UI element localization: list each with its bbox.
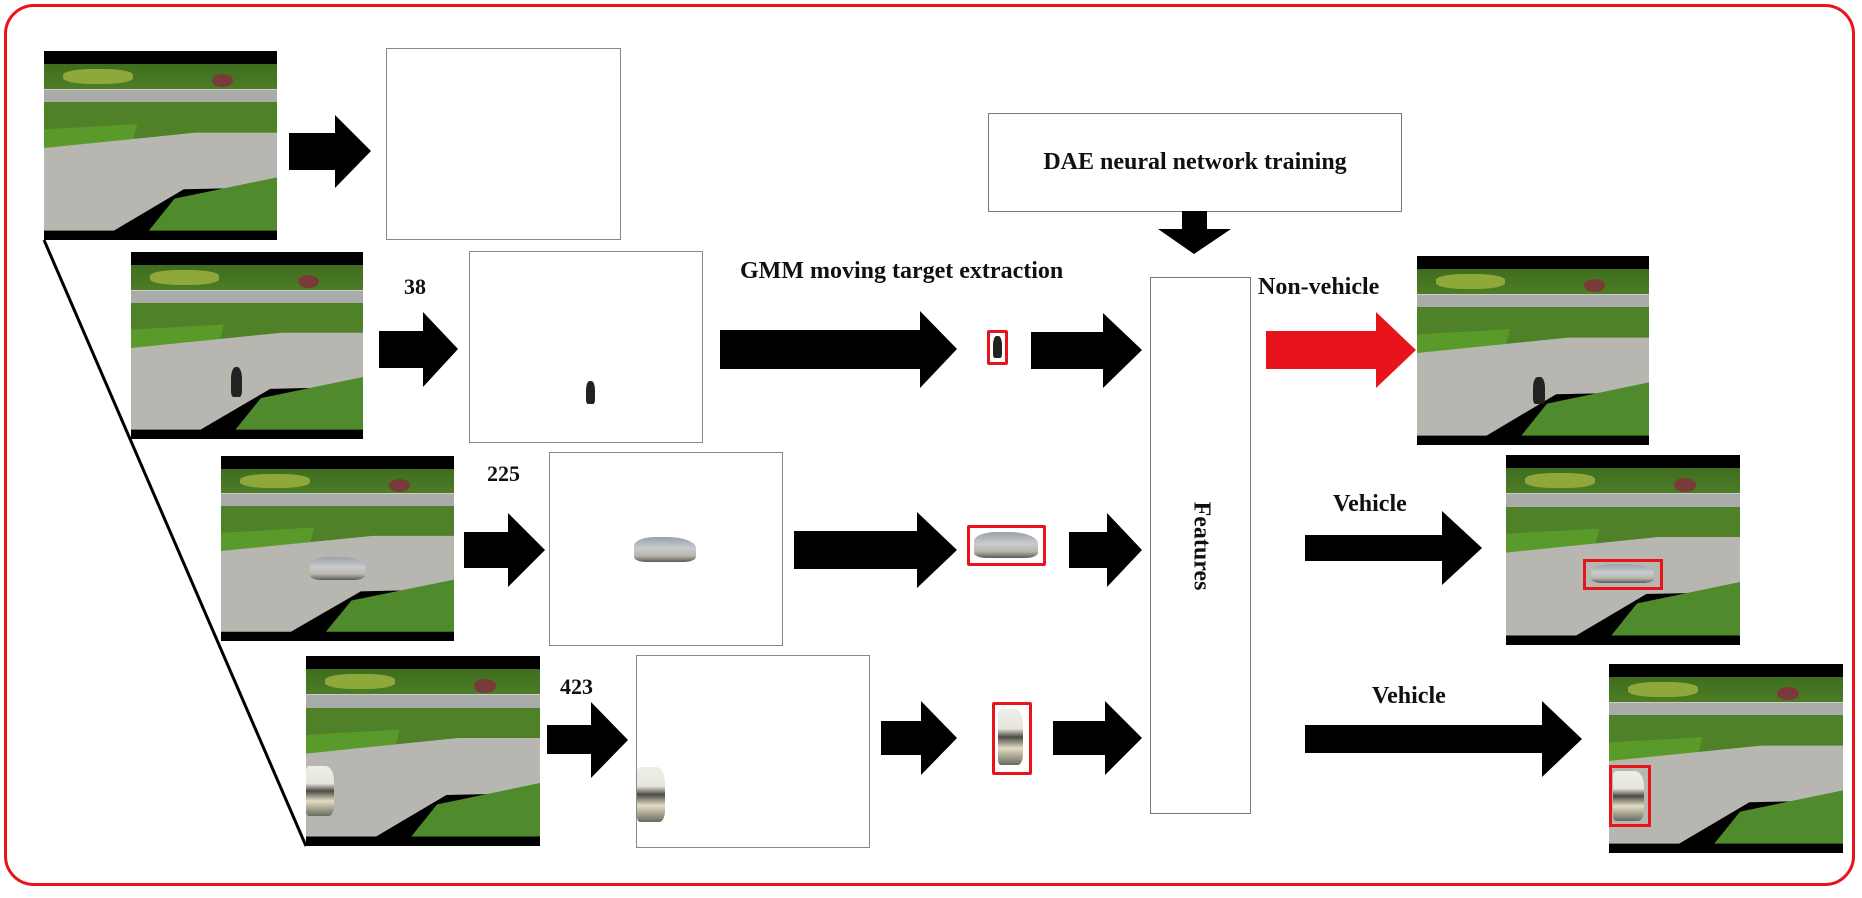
arrow-right-icon: [289, 115, 371, 188]
frame-number-38: 38: [404, 274, 426, 299]
video-frame-38: [131, 252, 363, 439]
foreground-mask-225: [549, 452, 783, 646]
arrow-right-icon: [1031, 313, 1142, 388]
non-vehicle-label: Non-vehicle: [1258, 274, 1380, 300]
arrow-right-icon: [379, 312, 458, 387]
frame-number-225: 225: [487, 461, 520, 486]
detection-box-result-225: [1583, 558, 1663, 591]
foreground-mask-38: [469, 251, 703, 443]
detection-box-car: [967, 525, 1046, 566]
arrow-right-icon: [720, 311, 957, 388]
dae-training-box: DAE neural network training: [988, 113, 1402, 212]
arrow-right-icon: [1053, 701, 1142, 775]
detection-box-person: [987, 330, 1008, 365]
arrow-down-icon: [1158, 211, 1231, 254]
result-frame-vehicle-225: [1506, 455, 1740, 645]
dae-label: DAE neural network training: [1043, 149, 1347, 175]
arrow-right-icon: [464, 513, 545, 587]
frame-number-423: 423: [560, 674, 593, 699]
arrow-right-icon: [881, 701, 957, 775]
foreground-mask-background: [386, 48, 621, 240]
result-frame-non-vehicle: [1417, 256, 1649, 445]
vehicle-label-225: Vehicle: [1333, 491, 1407, 517]
arrow-right-icon: [1305, 511, 1482, 585]
gmm-label: GMM moving target extraction: [740, 258, 1064, 284]
features-label: Features: [1188, 501, 1214, 590]
features-box: Features: [1150, 277, 1251, 814]
arrow-right-icon: [794, 512, 957, 588]
arrow-right-icon: [1069, 513, 1142, 587]
result-frame-vehicle-423: [1609, 664, 1843, 853]
detection-box-van: [992, 702, 1032, 775]
figure-border: [4, 4, 1855, 886]
arrow-right-icon: [547, 702, 628, 778]
video-frame-background: [44, 51, 277, 240]
detection-box-result-423: [1609, 765, 1652, 827]
red-arrow-right-icon: [1266, 312, 1416, 388]
vehicle-label-423: Vehicle: [1372, 683, 1446, 709]
foreground-mask-423: [636, 655, 870, 848]
arrow-right-icon: [1305, 701, 1582, 777]
video-frame-423: [306, 656, 540, 846]
video-frame-225: [221, 456, 454, 641]
